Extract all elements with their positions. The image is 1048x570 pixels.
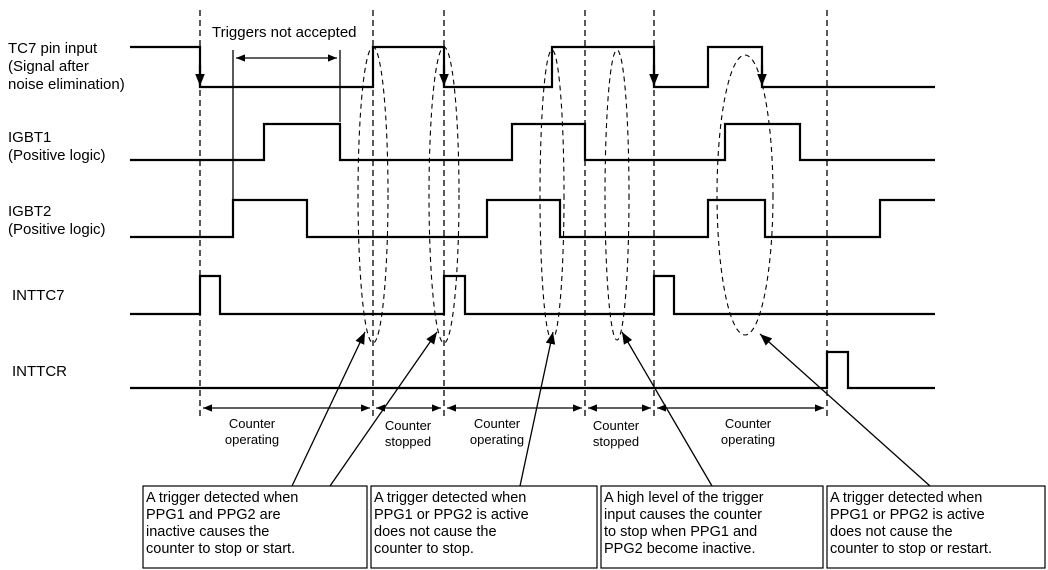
signal-igbt1: IGBT1 (Positive logic) [8,122,935,164]
phase-label: Counter [385,418,432,433]
note-line: PPG2 become inactive. [604,541,756,557]
note-line: counter to stop. [374,541,474,557]
note-line: PPG1 or PPG2 is active [374,507,529,523]
phase-label: stopped [385,434,431,449]
note-line: inactive causes the [146,524,269,540]
note-box-2: A trigger detected when PPG1 or PPG2 is … [370,485,598,569]
inttcr-waveform [130,350,935,390]
igbt2-label-line1: IGBT2 [8,203,51,220]
trigger-highlight-ellipses [357,46,774,344]
note-pointer-arrows [291,331,931,487]
note-line: counter to stop or start. [146,541,295,557]
note-box-3: A high level of the trigger input causes… [600,485,824,569]
note-line: A high level of the trigger [604,490,764,506]
pointer-arrow [291,331,366,487]
triggers-not-accepted-annotation: Triggers not accepted [212,24,357,200]
trigger-ellipse [539,49,565,341]
note-line: PPG1 or PPG2 is active [830,507,985,523]
trigger-ellipse [357,46,389,344]
note-line: counter to stop or restart. [830,541,992,557]
note-line: A trigger detected when [146,490,298,506]
tc7-label-line3: noise elimination) [8,76,125,93]
note-box-4: A trigger detected when PPG1 or PPG2 is … [826,485,1046,569]
inttcr-label: INTTCR [12,363,67,380]
phase-label: stopped [593,434,639,449]
igbt1-label-line1: IGBT1 [8,129,51,146]
note-line: A trigger detected when [830,490,982,506]
pointer-arrow [519,331,556,487]
note-line: input causes the counter [604,507,762,523]
note-line: A trigger detected when [374,490,526,506]
note-line: PPG1 and PPG2 are [146,507,281,523]
signal-inttc7: INTTC7 [12,274,935,316]
note-box-1: A trigger detected when PPG1 and PPG2 ar… [142,485,368,569]
inttc7-waveform [130,274,935,316]
trigger-ellipse [604,49,630,341]
signal-inttcr: INTTCR [12,350,935,390]
phase-label: Counter [593,418,640,433]
phase-label: Counter [725,416,772,431]
phase-label: Counter [474,416,521,431]
igbt2-label-line2: (Positive logic) [8,221,106,238]
pointer-arrow [621,331,713,487]
note-line: does not cause the [374,524,497,540]
pointer-arrow [759,333,931,487]
pointer-arrow [329,331,438,487]
igbt1-label-line2: (Positive logic) [8,147,106,164]
phase-label: operating [470,432,524,447]
tc7-label-line2: (Signal after [8,58,89,75]
trigger-ellipse [716,54,774,336]
igbt2-waveform [130,198,935,239]
note-line: does not cause the [830,524,953,540]
tc7-waveform [130,45,935,89]
triggers-not-accepted-label: Triggers not accepted [212,24,357,41]
tc7-label-line1: TC7 pin input [8,40,98,57]
phase-label: operating [721,432,775,447]
inttc7-label: INTTC7 [12,287,65,304]
signal-tc7: TC7 pin input (Signal after noise elimin… [8,40,935,93]
reference-dashed-lines [199,10,828,418]
note-line: to stop when PPG1 and [604,524,757,540]
phase-label: operating [225,432,279,447]
igbt1-waveform [130,122,935,162]
counter-phase-arrows: Counter operating Counter stopped Counte… [203,404,824,449]
trigger-ellipse [428,46,460,344]
signal-igbt2: IGBT2 (Positive logic) [8,198,935,239]
phase-label: Counter [229,416,276,431]
